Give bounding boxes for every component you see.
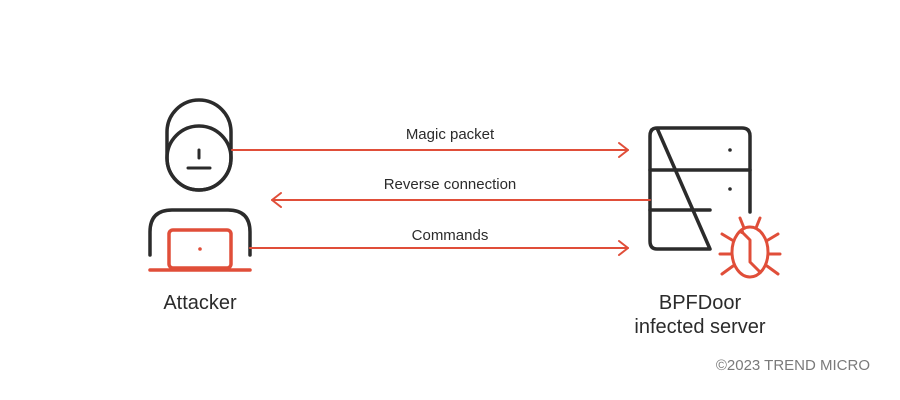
copyright-text: ©2023 TREND MICRO <box>716 357 870 374</box>
bug-node-2 <box>758 270 762 274</box>
server-label-line1: BPFDoor <box>659 292 742 314</box>
arrow-reverse-connection <box>271 192 651 208</box>
arrow-label-magic-packet: Magic packet <box>406 126 495 143</box>
server-led-1 <box>728 148 732 152</box>
server-stack-icon <box>648 126 752 251</box>
server-label-line2: infected server <box>634 316 766 338</box>
attacker-label: Attacker <box>163 292 237 314</box>
bug-legs-left <box>718 232 735 276</box>
face-circle <box>165 124 233 192</box>
bug-icon <box>718 216 782 279</box>
laptop-camera-dot <box>198 247 202 251</box>
server-outline <box>648 126 752 251</box>
arrow-label-reverse-connection: Reverse connection <box>384 176 517 193</box>
server-led-2 <box>728 187 732 191</box>
arrow-commands <box>249 240 629 256</box>
bug-antennae <box>738 216 762 230</box>
bug-legs-right <box>765 232 782 276</box>
laptop-screen <box>167 228 233 270</box>
arrow-label-commands: Commands <box>412 227 489 244</box>
hood-shape <box>165 98 233 192</box>
hacker-with-laptop-icon <box>148 98 252 272</box>
bug-spine <box>740 230 762 274</box>
bug-node-1 <box>740 230 744 234</box>
bug-body <box>730 225 770 279</box>
arrow-magic-packet <box>231 142 629 158</box>
shoulders-shape <box>148 208 252 257</box>
